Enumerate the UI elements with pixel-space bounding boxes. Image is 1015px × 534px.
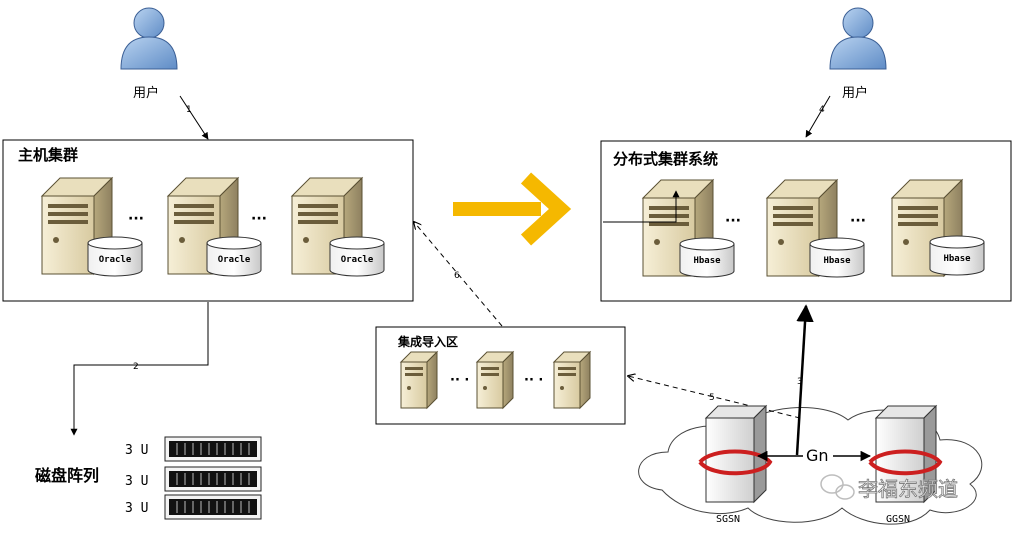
oracle-label-1: Oracle bbox=[99, 255, 132, 265]
user-icon-left bbox=[120, 7, 178, 70]
oracle-db-3 bbox=[329, 236, 385, 277]
disk-unit-label-1: 3 U bbox=[125, 443, 148, 458]
arrow-2 bbox=[70, 302, 209, 436]
gn-label: Gn bbox=[806, 446, 829, 465]
hbase-db-3 bbox=[929, 235, 985, 276]
hbase-ellipsis-1: ··· bbox=[725, 213, 741, 229]
hbase-label-3: Hbase bbox=[943, 254, 971, 264]
host-ellipsis-2: ··· bbox=[251, 211, 267, 227]
arrow-4-label: 4 bbox=[819, 105, 825, 115]
hbase-db-1 bbox=[679, 237, 735, 278]
arrow-5-label: 5 bbox=[709, 393, 715, 403]
distributed-system-title: 分布式集群系统 bbox=[613, 150, 718, 168]
disk-unit-label-3: 3 U bbox=[125, 501, 148, 516]
arrow-6 bbox=[414, 222, 503, 327]
wechat-icon bbox=[820, 474, 855, 500]
arrow-4 bbox=[805, 95, 831, 138]
host-cluster-title: 主机集群 bbox=[18, 146, 78, 164]
oracle-label-2: Oracle bbox=[218, 255, 251, 265]
disk-rack-3 bbox=[164, 494, 262, 520]
user-icon-right bbox=[829, 7, 887, 70]
import-server-2 bbox=[476, 351, 514, 409]
disk-array-title: 磁盘阵列 bbox=[35, 466, 99, 485]
watermark-text: 李福东频道 bbox=[858, 477, 958, 501]
hbase-ellipsis-2: ··· bbox=[850, 213, 866, 229]
disk-rack-2 bbox=[164, 466, 262, 492]
import-server-3 bbox=[553, 351, 591, 409]
migration-arrow bbox=[453, 172, 572, 246]
ggsn-label: GGSN bbox=[886, 514, 910, 525]
ggsn-node bbox=[868, 404, 943, 504]
import-dots-1: ·· · bbox=[450, 373, 469, 388]
user-label-right: 用户 bbox=[842, 85, 868, 101]
disk-unit-label-2: 3 U bbox=[125, 474, 148, 489]
import-zone-title: 集成导入区 bbox=[397, 334, 458, 349]
hbase-label-2: Hbase bbox=[823, 256, 851, 266]
user-label-left: 用户 bbox=[133, 85, 159, 101]
arrow-3-label: 3 bbox=[797, 377, 803, 387]
hbase-label-1: Hbase bbox=[693, 256, 721, 266]
gn-label-bg bbox=[803, 445, 833, 465]
disk-rack-1 bbox=[164, 436, 262, 462]
import-dots-2: ·· · bbox=[524, 373, 543, 388]
arrow-3 bbox=[795, 304, 814, 456]
arrow-2-label: 2 bbox=[133, 362, 139, 372]
sgsn-label: SGSN bbox=[716, 514, 740, 525]
host-ellipsis-1: ··· bbox=[128, 211, 144, 227]
internal-connector bbox=[603, 190, 680, 223]
oracle-label-3: Oracle bbox=[341, 255, 374, 265]
import-server-1 bbox=[400, 351, 438, 409]
oracle-db-2 bbox=[206, 236, 262, 277]
arrow-1 bbox=[179, 95, 209, 140]
oracle-db-1 bbox=[87, 236, 143, 277]
arrow-5 bbox=[628, 376, 801, 419]
sgsn-node bbox=[698, 404, 773, 504]
hbase-db-2 bbox=[809, 237, 865, 278]
arrow-6-label: 6 bbox=[454, 271, 460, 281]
arrow-1-label: 1 bbox=[186, 105, 192, 115]
